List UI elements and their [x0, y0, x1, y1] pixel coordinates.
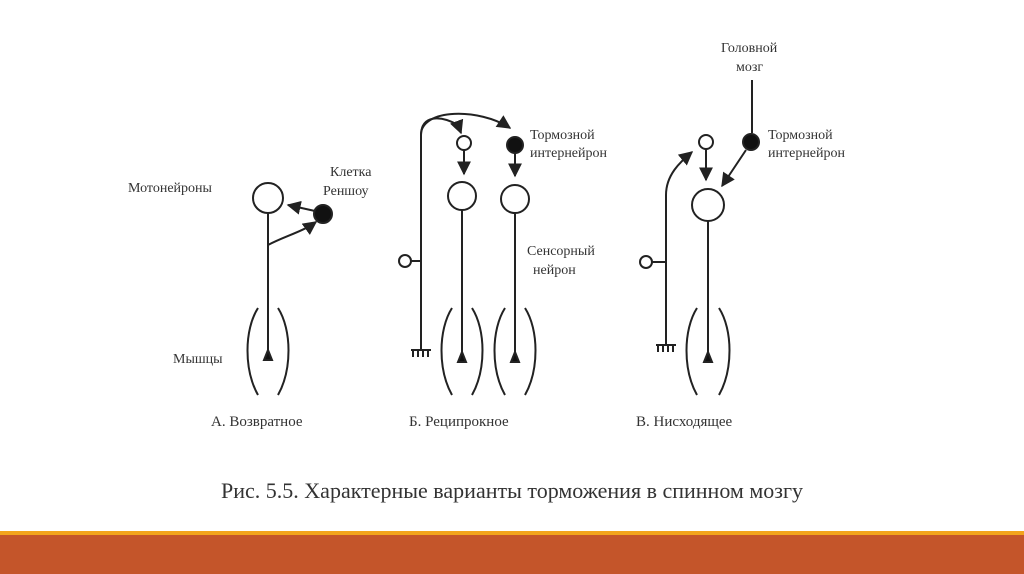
panel-b-reciprocal [398, 112, 537, 396]
label-sensory-2: нейрон [533, 263, 576, 278]
excitatory-interneuron-b [456, 135, 472, 151]
label-motoneurons: Мотонейроны [128, 181, 212, 196]
label-inhib-b-1: Тормозной [530, 128, 595, 143]
motoneuron-2-b [500, 184, 530, 214]
footer-bar [0, 535, 1024, 574]
label-renshaw-2: Реншоу [323, 184, 369, 199]
muscle-right-a [277, 307, 290, 396]
sensory-soma-c [639, 255, 653, 269]
panel-a-caption: А. Возвратное [211, 414, 303, 430]
renshaw-collateral [267, 221, 318, 246]
renshaw-to-motoneuron [286, 200, 316, 215]
panel-c-descending [639, 80, 760, 396]
label-muscles: Мышцы [173, 352, 223, 367]
motoneuron-1-b [447, 181, 477, 211]
label-inhib-c-1: Тормозной [768, 128, 833, 143]
sensory-fiber-b [420, 117, 459, 350]
sensory-fiber-c [665, 151, 694, 345]
panel-c-caption: В. Нисходящее [636, 414, 733, 430]
afferent-to-interneuron [420, 112, 512, 136]
label-brain-2: мозг [736, 60, 764, 75]
excitatory-interneuron-c [698, 134, 714, 150]
sensory-soma-b [398, 254, 412, 268]
renshaw-cell [313, 204, 333, 224]
motoneuron-cell-a [252, 182, 284, 214]
motoneuron-c [691, 188, 725, 222]
inhibitory-interneuron-b [506, 136, 524, 154]
panel-b-caption: Б. Реципрокное [409, 414, 509, 430]
panel-a-recurrent [246, 182, 333, 396]
figure-caption: Рис. 5.5. Характерные варианты торможени… [221, 478, 803, 503]
label-brain-1: Головной [721, 41, 778, 56]
inhibitory-interneuron-c [742, 133, 760, 151]
muscle-terminal-a [262, 347, 274, 361]
muscle-left-a [246, 307, 259, 396]
label-renshaw-1: Клетка [330, 165, 372, 180]
label-sensory-1: Сенсорный [527, 244, 595, 259]
label-inhib-c-2: интернейрон [768, 146, 846, 161]
footer-accent-bar [0, 531, 1024, 535]
label-inhib-b-2: интернейрон [530, 146, 608, 161]
